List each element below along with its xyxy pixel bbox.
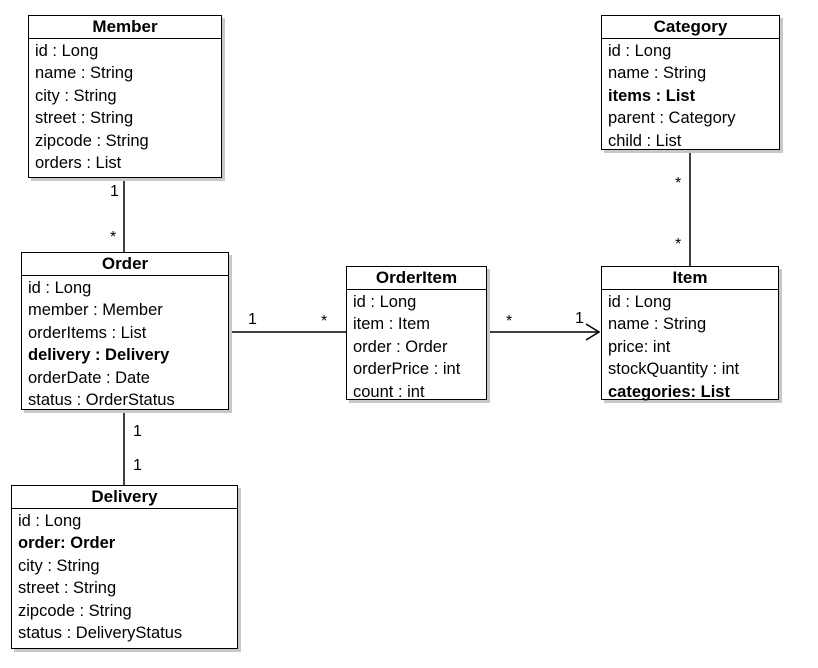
attribute: id : Long (353, 293, 417, 311)
attribute: orderDate : Date (28, 368, 150, 387)
attribute: item : Item (353, 315, 431, 334)
attribute-list: id : Long member : Member orderItems : L… (22, 276, 228, 411)
multiplicity-label: * (675, 236, 682, 253)
class-title: Delivery (12, 486, 237, 509)
multiplicity-label: 1 (133, 423, 142, 440)
multiplicity-label: 1 (110, 183, 119, 200)
attribute: zipcode : String (18, 601, 132, 620)
attribute: order: Order (18, 534, 116, 553)
attribute: categories: List (608, 382, 730, 401)
attribute: city : String (18, 556, 100, 575)
attribute: city : String (35, 86, 117, 105)
attribute: zipcode : String (35, 131, 149, 150)
class-order[interactable]: Order id : Long member : Member orderIte… (21, 252, 229, 410)
multiplicity-label: 1 (575, 310, 584, 327)
attribute: id : Long (18, 512, 82, 530)
multiplicity-label: * (321, 313, 328, 330)
attribute: status : DeliveryStatus (18, 624, 183, 643)
class-orderitem[interactable]: OrderItem id : Long item : Item order : … (346, 266, 487, 403)
attribute-list: id : Long name : String price: int stock… (602, 290, 778, 403)
attribute: id : Long (608, 42, 672, 60)
class-delivery[interactable]: Delivery id : Long order: Order city : S… (11, 485, 238, 649)
attribute: status : OrderStatus (28, 391, 175, 410)
class-title: Order (22, 253, 228, 276)
attribute: items : List (608, 86, 696, 105)
attribute-list: id : Long item : Item order : Order orde… (347, 290, 486, 403)
attribute: count : int (353, 382, 425, 401)
attribute: orderItems : List (28, 323, 147, 342)
attribute: member : Member (28, 301, 163, 320)
attribute: parent : Category (608, 109, 736, 128)
attribute: price: int (608, 337, 671, 356)
multiplicity-label: * (675, 175, 682, 192)
class-title: Item (602, 267, 778, 290)
attribute: id : Long (608, 293, 672, 311)
attribute: street : String (18, 579, 117, 598)
class-item[interactable]: Item id : Long name : String price: int … (601, 266, 779, 403)
attribute: stockQuantity : int (608, 360, 740, 379)
attribute: street : String (35, 109, 134, 128)
attribute: child : List (608, 131, 682, 150)
attribute: name : String (608, 315, 707, 334)
attribute-list: id : Long order: Order city : String str… (12, 509, 237, 644)
attribute: name : String (608, 64, 707, 83)
attribute: orderPrice : int (353, 360, 461, 379)
attribute: order : Order (353, 337, 448, 356)
navigability-arrowhead (585, 323, 601, 341)
multiplicity-label: * (110, 229, 117, 246)
class-member[interactable]: Member id : Long name : String city : St… (28, 15, 222, 178)
attribute: orders : List (35, 154, 122, 173)
attribute: id : Long (28, 279, 92, 297)
class-title: Member (29, 16, 221, 39)
multiplicity-label: 1 (133, 457, 142, 474)
class-category[interactable]: Category id : Long name : String items :… (601, 15, 780, 150)
multiplicity-label: 1 (248, 311, 257, 328)
attribute: name : String (35, 64, 134, 83)
attribute-list: id : Long name : String city : String st… (29, 39, 221, 174)
class-title: Category (602, 16, 779, 39)
attribute: delivery : Delivery (28, 346, 170, 365)
multiplicity-label: * (506, 313, 513, 330)
attribute: id : Long (35, 42, 99, 60)
attribute-list: id : Long name : String items : List par… (602, 39, 779, 152)
class-title: OrderItem (347, 267, 486, 290)
